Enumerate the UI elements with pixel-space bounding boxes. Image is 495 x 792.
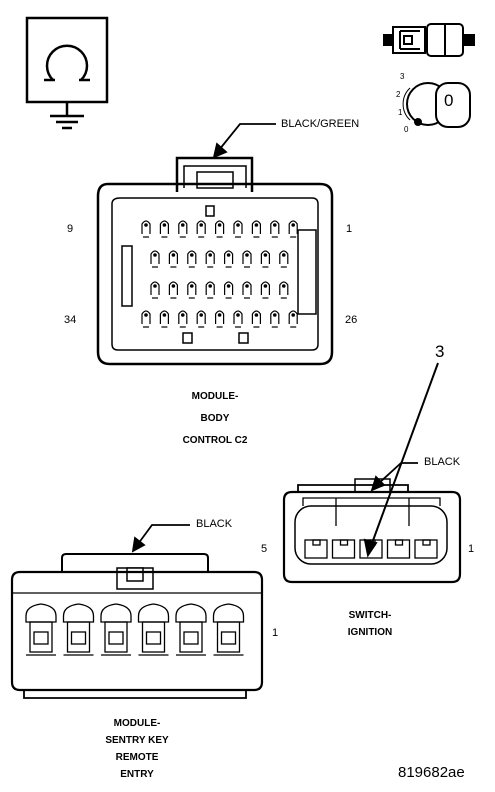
bcm-pin	[251, 310, 261, 328]
body-control-connector	[96, 156, 334, 366]
ignition-title-line-1: SWITCH-	[348, 610, 392, 621]
ignition-key-icon	[402, 82, 471, 128]
bcm-pin	[150, 250, 160, 268]
bcm-title: MODULE- BODY CONTROL C2	[160, 386, 270, 452]
sentry-wire-color: BLACK	[196, 518, 233, 530]
sentry-title-line-1: MODULE-	[113, 718, 161, 729]
bcm-pin-26: 26	[345, 314, 358, 326]
bcm-callout-leader	[212, 123, 276, 159]
connector-plug-icon	[383, 23, 475, 57]
sentry-cavity	[175, 603, 207, 656]
sentry-cavities	[25, 603, 245, 656]
bcm-pin	[178, 220, 188, 238]
ignition-cavity	[386, 539, 411, 559]
bcm-pin	[215, 310, 225, 328]
sentry-key-connector	[10, 553, 264, 699]
bcm-pin	[260, 250, 270, 268]
bcm-pin	[205, 281, 215, 299]
bcm-wire-color: BLACK/GREEN	[281, 118, 360, 130]
bcm-outer-shell	[96, 182, 334, 366]
ignition-wire-color: BLACK	[424, 456, 461, 468]
bcm-pin	[242, 281, 252, 299]
sentry-cavity	[25, 603, 57, 656]
ignition-outer-shell	[282, 490, 462, 584]
bcm-title-line-3: CONTROL C2	[182, 435, 248, 446]
bcm-pin	[196, 310, 206, 328]
bcm-pin	[168, 281, 178, 299]
bcm-pin	[251, 220, 261, 238]
bcm-pin	[205, 250, 215, 268]
bcm-pin-9: 9	[67, 223, 74, 235]
sentry-cavity	[137, 603, 170, 656]
bcm-pin-1: 1	[346, 223, 353, 235]
bcm-pin	[224, 281, 234, 299]
sentry-cavity	[212, 603, 245, 656]
sentry-title: MODULE- SENTRY KEY REMOTE ENTRY	[82, 715, 192, 783]
sentry-cavity	[100, 603, 132, 656]
figure-id: 819682ae	[398, 764, 465, 781]
bcm-pin	[260, 281, 270, 299]
ignition-title-line-2: IGNITION	[347, 627, 393, 638]
bcm-pin	[141, 220, 151, 238]
bcm-pin	[242, 250, 252, 268]
bcm-inner-shell	[111, 197, 319, 351]
sentry-callout-leader	[131, 524, 190, 553]
sentry-title-line-3: REMOTE	[115, 752, 159, 763]
bcm-pin	[168, 250, 178, 268]
bcm-pin	[279, 250, 289, 268]
callout-number: 3	[435, 342, 445, 361]
ground-symbol-icon	[25, 16, 109, 130]
bcm-pin	[215, 220, 225, 238]
bcm-pin	[196, 220, 206, 238]
sentry-title-line-4: ENTRY	[120, 769, 154, 780]
bcm-pin	[159, 310, 169, 328]
ignition-cavity	[331, 539, 356, 559]
bcm-title-line-1: MODULE-	[191, 391, 239, 402]
ignition-title: SWITCH- IGNITION	[320, 607, 420, 641]
key-position-3: 3	[400, 72, 405, 81]
bcm-pin-34: 34	[64, 314, 77, 326]
sentry-title-line-2: SENTRY KEY	[105, 735, 169, 746]
bcm-pin	[187, 281, 197, 299]
key-position-0: 0	[404, 125, 409, 134]
ignition-cavity	[414, 539, 438, 559]
sentry-cavity	[62, 603, 95, 656]
bcm-pin	[288, 310, 298, 328]
bcm-pin	[141, 310, 151, 328]
ignition-callout-leader	[370, 462, 418, 492]
ignition-cavity	[304, 539, 328, 559]
key-cylinder-label: 0	[444, 91, 454, 110]
bcm-pin	[288, 220, 298, 238]
bcm-pin	[159, 220, 169, 238]
bcm-pin	[178, 310, 188, 328]
bcm-latch-housing	[175, 156, 254, 192]
ignition-pin-5: 5	[261, 543, 268, 555]
sentry-outer-shell	[10, 570, 264, 692]
bcm-pin	[150, 281, 160, 299]
bcm-title-line-2: BODY	[200, 413, 230, 424]
bcm-pin	[270, 220, 280, 238]
bcm-pin	[270, 310, 280, 328]
callout-3-leader	[363, 362, 439, 558]
bcm-pin	[224, 250, 234, 268]
sentry-pin-1: 1	[272, 627, 279, 639]
key-position-1: 1	[398, 108, 403, 117]
bcm-pin	[233, 220, 243, 238]
bcm-pin-grid	[141, 220, 298, 328]
ignition-pin-1: 1	[468, 543, 475, 555]
bcm-pin	[233, 310, 243, 328]
key-position-2: 2	[396, 90, 401, 99]
bcm-pin	[279, 281, 289, 299]
bcm-pin	[187, 250, 197, 268]
ignition-switch-connector	[282, 478, 462, 584]
